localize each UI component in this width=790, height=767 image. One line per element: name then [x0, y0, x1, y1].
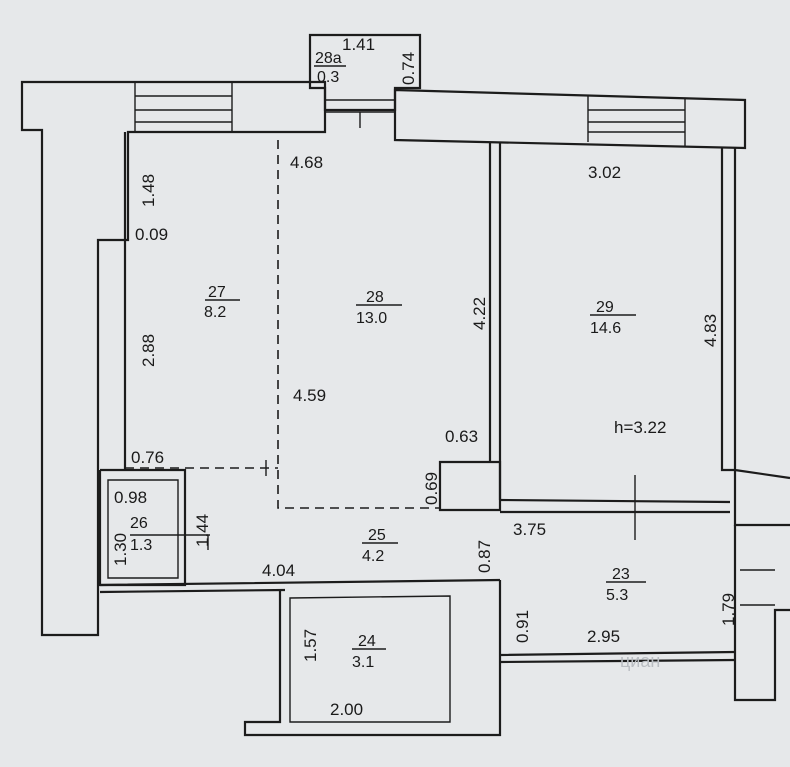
- dim-4-04: 4.04: [262, 561, 295, 580]
- height-label: h=3.22: [614, 418, 666, 437]
- dim-1-44: 1.44: [193, 514, 212, 547]
- room-24-number: 24: [358, 633, 376, 650]
- room-28: 28 13.0: [356, 289, 402, 327]
- dim-4-22: 4.22: [470, 297, 489, 330]
- room-27-area: 8.2: [204, 304, 226, 321]
- dim-2-88: 2.88: [139, 334, 158, 367]
- room-23-number: 23: [612, 566, 630, 583]
- room-28a: 28a 0.3: [314, 50, 346, 86]
- room-28-area: 13.0: [356, 310, 387, 327]
- dim-1-41: 1.41: [342, 35, 375, 54]
- dim-4-59: 4.59: [293, 386, 326, 405]
- dim-3-02: 3.02: [588, 163, 621, 182]
- room-28a-number: 28a: [315, 50, 342, 67]
- room-27: 27 8.2: [204, 284, 240, 321]
- dim-4-68: 4.68: [290, 153, 323, 172]
- walls: [20, 33, 790, 737]
- dim-0-87: 0.87: [475, 540, 494, 573]
- dim-0-09: 0.09: [135, 225, 168, 244]
- room-26-number: 26: [130, 515, 148, 532]
- room-labels: 28a 0.3 27 8.2 28 13.0 29 14.6 26 1.3 25…: [130, 50, 646, 671]
- room-29-number: 29: [596, 299, 614, 316]
- dim-1-57: 1.57: [301, 629, 320, 662]
- room-23-area: 5.3: [606, 587, 628, 604]
- dim-1-30: 1.30: [111, 533, 130, 566]
- watermark: циан: [620, 651, 660, 671]
- room-29-area: 14.6: [590, 320, 621, 337]
- dim-2-95: 2.95: [587, 627, 620, 646]
- dim-0-98: 0.98: [114, 488, 147, 507]
- dim-1-79: 1.79: [719, 593, 738, 626]
- dim-2-00: 2.00: [330, 700, 363, 719]
- dim-1-48: 1.48: [139, 174, 158, 207]
- dim-4-83: 4.83: [701, 314, 720, 347]
- dim-0-63: 0.63: [445, 427, 478, 446]
- room-26-area: 1.3: [130, 537, 152, 554]
- dim-0-74: 0.74: [399, 52, 418, 85]
- room-25: 25 4.2: [362, 527, 398, 565]
- room-24: 24 3.1: [352, 633, 386, 671]
- dimension-labels: 1.41 0.74 4.68 1.48 0.09 2.88 4.59 4.22 …: [111, 35, 738, 719]
- room-25-area: 4.2: [362, 548, 384, 565]
- dim-3-75: 3.75: [513, 520, 546, 539]
- room-27-number: 27: [208, 284, 226, 301]
- dim-0-69: 0.69: [422, 472, 441, 505]
- room-28a-area: 0.3: [317, 69, 339, 86]
- dim-0-76: 0.76: [131, 448, 164, 467]
- dim-0-91: 0.91: [513, 610, 532, 643]
- room-29: 29 14.6: [590, 299, 636, 337]
- room-23: 23 5.3: [606, 566, 646, 604]
- room-26: 26 1.3: [130, 515, 152, 554]
- room-25-number: 25: [368, 527, 386, 544]
- room-28-number: 28: [366, 289, 384, 306]
- room-24-area: 3.1: [352, 654, 374, 671]
